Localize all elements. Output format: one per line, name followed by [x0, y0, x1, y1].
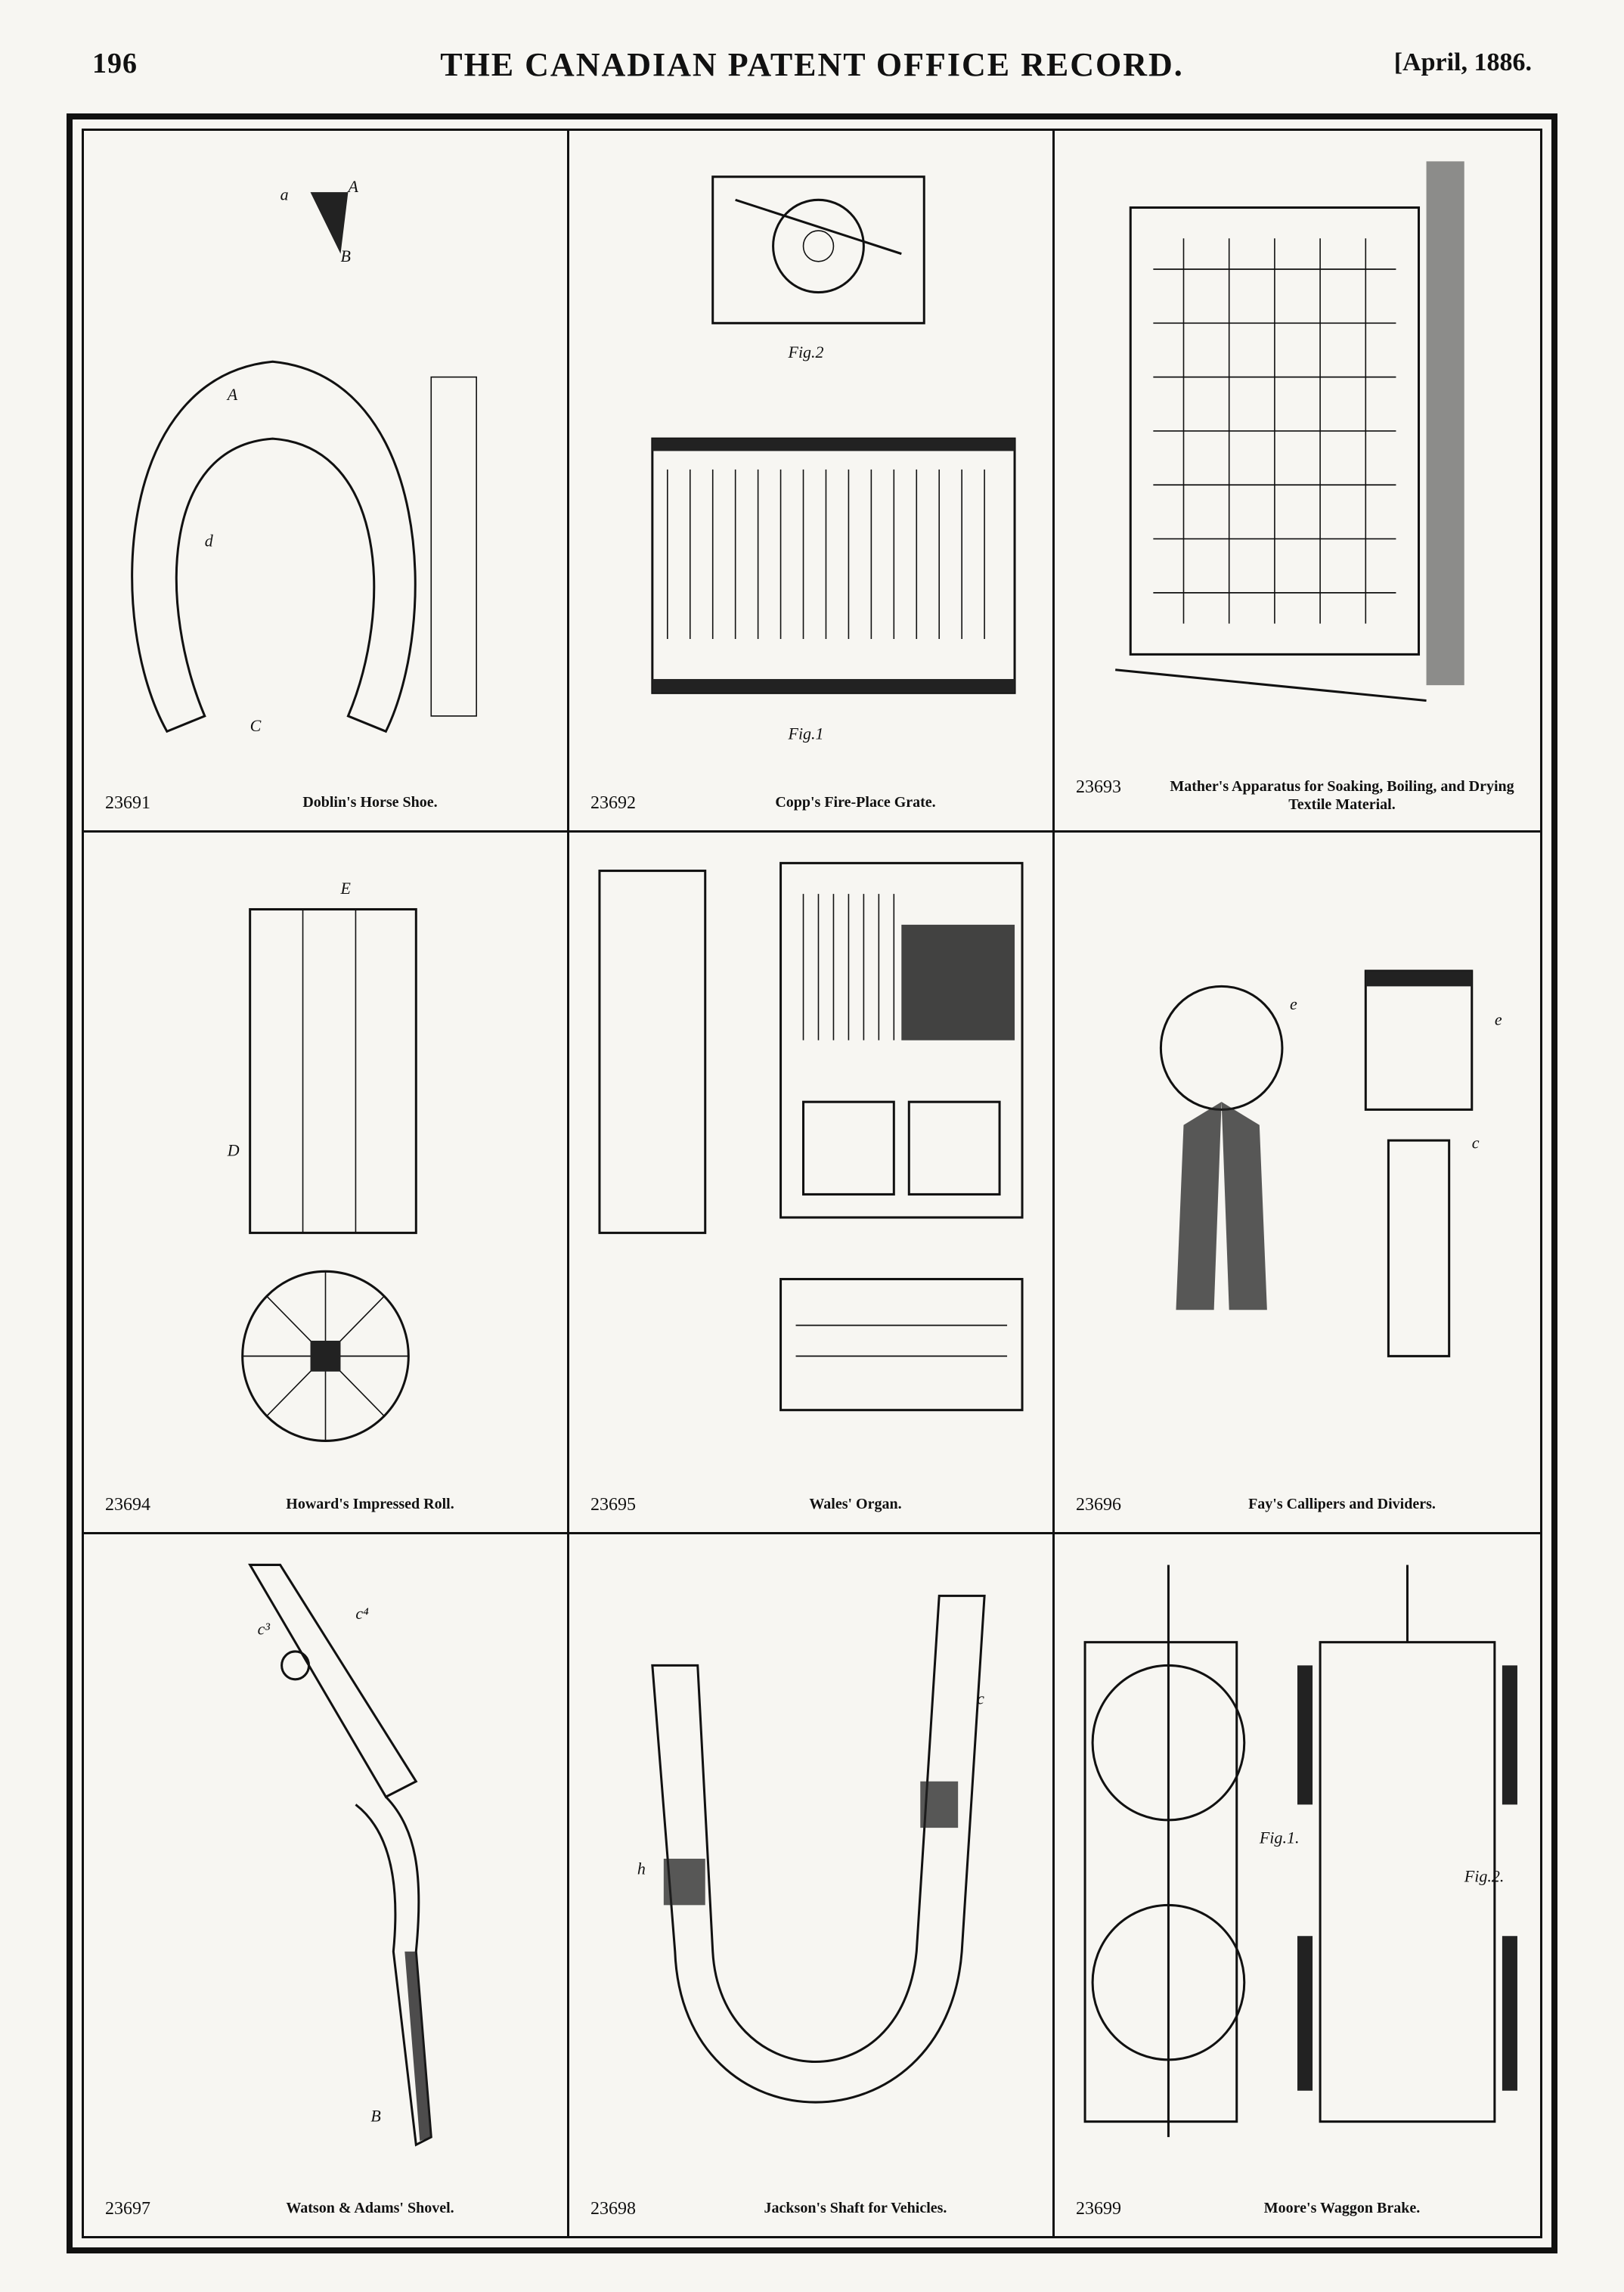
svg-text:D: D — [227, 1140, 240, 1159]
svg-text:E: E — [339, 879, 351, 898]
svg-text:C: C — [250, 716, 262, 735]
svg-text:e: e — [1290, 994, 1297, 1013]
patent-title: Moore's Waggon Brake. — [1263, 2200, 1421, 2216]
journal-title: THE CANADIAN PATENT OFFICE RECORD. — [440, 46, 1184, 83]
svg-text:a: a — [280, 185, 289, 203]
patent-title: Copp's Fire-Place Grate. — [775, 794, 936, 811]
patent-caption: 23694 Howard's Impressed Roll. — [105, 1495, 552, 1515]
page-number: 196 — [92, 48, 138, 79]
patent-number: 23692 — [590, 793, 636, 813]
patent-title: Wales' Organ. — [809, 1496, 902, 1512]
svg-text:h: h — [637, 1859, 646, 1878]
patent-cell-23695: 23695 Wales' Organ. — [569, 833, 1055, 1534]
patent-number: 23699 — [1076, 2199, 1121, 2219]
patent-caption: 23699 Moore's Waggon Brake. — [1076, 2199, 1525, 2219]
patent-number: 23697 — [105, 2199, 150, 2219]
patent-caption: 23698 Jackson's Shaft for Vehicles. — [590, 2199, 1037, 2219]
patent-cell-23692: Fig.2 Fig.1 23692 Copp's Fire-Place Grat… — [569, 131, 1055, 833]
patent-number: 23698 — [590, 2199, 636, 2219]
svg-text:A: A — [226, 385, 238, 404]
issue-date: [April, 1886. — [1393, 48, 1532, 76]
patent-cell-23697: c³ c⁴ B 23697 Watson & Adams' Shovel. — [84, 1534, 569, 2236]
patent-title: Fay's Callipers and Dividers. — [1248, 1496, 1436, 1512]
patent-number: 23696 — [1076, 1495, 1121, 1515]
patent-caption: 23697 Watson & Adams' Shovel. — [105, 2199, 552, 2219]
soaking-apparatus-drawing — [1070, 146, 1525, 762]
svg-text:c³: c³ — [258, 1619, 271, 1638]
svg-text:B: B — [340, 247, 351, 265]
patent-number: 23693 — [1076, 777, 1121, 797]
moore-fig-1-label: Fig.1. — [1259, 1828, 1300, 1847]
organ-drawing — [584, 848, 1037, 1464]
patent-caption: 23696 Fay's Callipers and Dividers. — [1076, 1495, 1525, 1515]
shovel-drawing: c³ c⁴ B — [99, 1549, 552, 2168]
patent-title: Mather's Apparatus for Soaking, Boiling,… — [1170, 778, 1514, 813]
patent-number: 23691 — [105, 793, 150, 813]
patent-cell-23696: e e c 23696 Fay's Callipers and Dividers. — [1055, 833, 1540, 1534]
fire-place-grate-drawing: Fig.2 Fig.1 — [584, 146, 1037, 762]
callipers-drawing: e e c — [1070, 848, 1525, 1464]
patent-cell-23693: 23693 Mather's Apparatus for Soaking, Bo… — [1055, 131, 1540, 833]
moore-fig-2-label: Fig.2. — [1464, 1866, 1505, 1885]
svg-text:c: c — [1472, 1133, 1480, 1152]
patent-cell-23699: Fig.1. Fig.2. 23699 Moore's Waggon Brake… — [1055, 1534, 1540, 2236]
patent-number: 23695 — [590, 1495, 636, 1515]
svg-text:A: A — [346, 177, 358, 196]
patent-title: Howard's Impressed Roll. — [286, 1496, 454, 1512]
patent-caption: 23695 Wales' Organ. — [590, 1495, 1037, 1515]
patent-title: Doblin's Horse Shoe. — [302, 794, 438, 811]
svg-text:d: d — [205, 532, 214, 551]
patent-caption: 23691 Doblin's Horse Shoe. — [105, 793, 552, 814]
patent-caption: 23692 Copp's Fire-Place Grate. — [590, 793, 1037, 814]
page-header: 196 THE CANADIAN PATENT OFFICE RECORD. [… — [0, 0, 1624, 113]
svg-text:c⁴: c⁴ — [355, 1604, 369, 1623]
svg-text:B: B — [370, 2106, 381, 2125]
fig-1-label: Fig.1 — [788, 724, 824, 743]
patent-title: Jackson's Shaft for Vehicles. — [764, 2200, 947, 2216]
patent-caption: 23693 Mather's Apparatus for Soaking, Bo… — [1076, 777, 1525, 814]
patent-number: 23694 — [105, 1495, 150, 1515]
fig-2-label: Fig.2 — [788, 343, 824, 361]
patent-title: Watson & Adams' Shovel. — [286, 2200, 454, 2216]
svg-text:e: e — [1495, 1010, 1502, 1028]
waggon-brake-drawing: Fig.1. Fig.2. — [1070, 1549, 1525, 2168]
svg-text:c: c — [977, 1689, 984, 1707]
